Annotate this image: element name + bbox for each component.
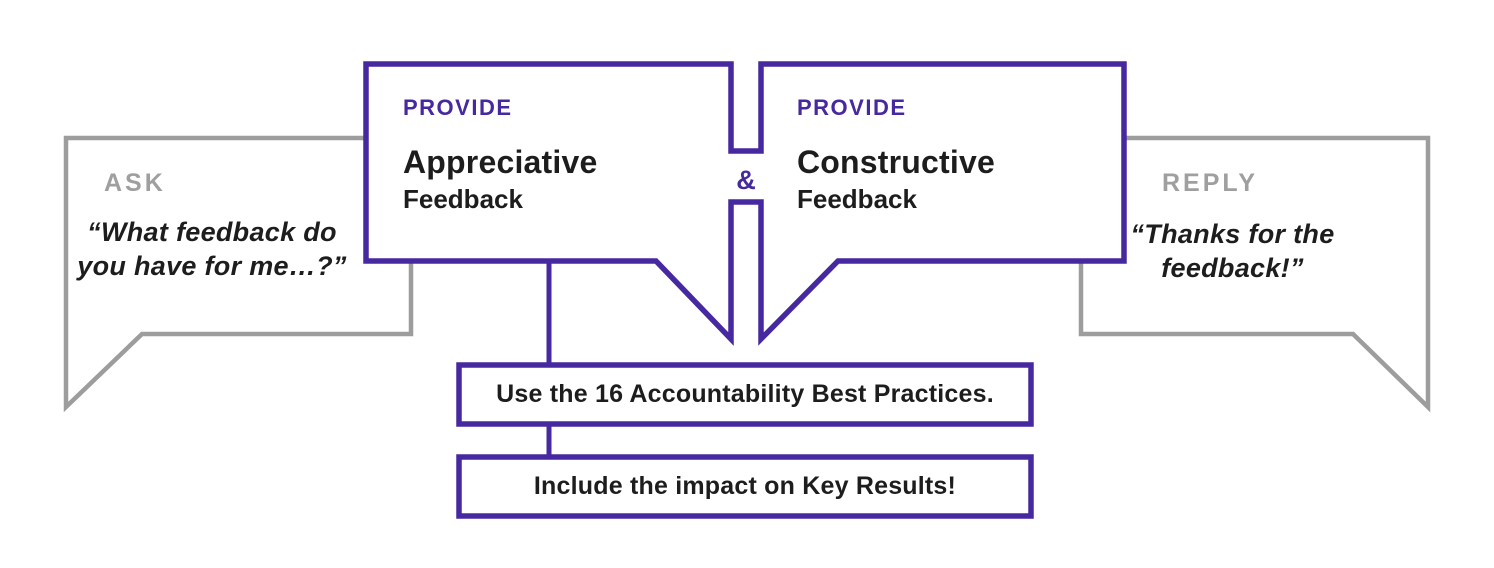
constructive-subtitle: Feedback: [797, 184, 917, 214]
ampersand: &: [736, 165, 756, 195]
callout-box-key-results: [456, 454, 1034, 519]
ask-label: ASK: [104, 169, 166, 197]
ask-quote-line-1: “What feedback do: [87, 217, 337, 247]
appreciative-title: Appreciative: [403, 144, 598, 180]
callout-best-practices-text: Use the 16 Accountability Best Practices…: [496, 380, 994, 408]
reply-quote: “Thanks for the feedback!”: [1105, 217, 1360, 285]
ask-quote: “What feedback do you have for me…?”: [66, 215, 358, 283]
ask-quote-line-2: you have for me…?”: [77, 251, 347, 281]
reply-bubble-shape: [1078, 135, 1431, 413]
appreciative-subtitle: Feedback: [403, 184, 523, 214]
reply-label: REPLY: [1162, 169, 1259, 197]
provide-boxes-and-arrow-shape: [363, 61, 1127, 346]
callout-box-best-practices: [456, 362, 1034, 427]
callout-key-results-text: Include the impact on Key Results!: [533, 472, 957, 500]
reply-quote-line-1: “Thanks for the: [1130, 219, 1335, 249]
constructive-title: Constructive: [797, 144, 995, 180]
provide-appreciative-label: PROVIDE: [403, 95, 513, 120]
ask-bubble-shape: [63, 135, 414, 413]
provide-constructive-label: PROVIDE: [797, 95, 907, 120]
reply-quote-line-2: feedback!”: [1161, 253, 1304, 283]
